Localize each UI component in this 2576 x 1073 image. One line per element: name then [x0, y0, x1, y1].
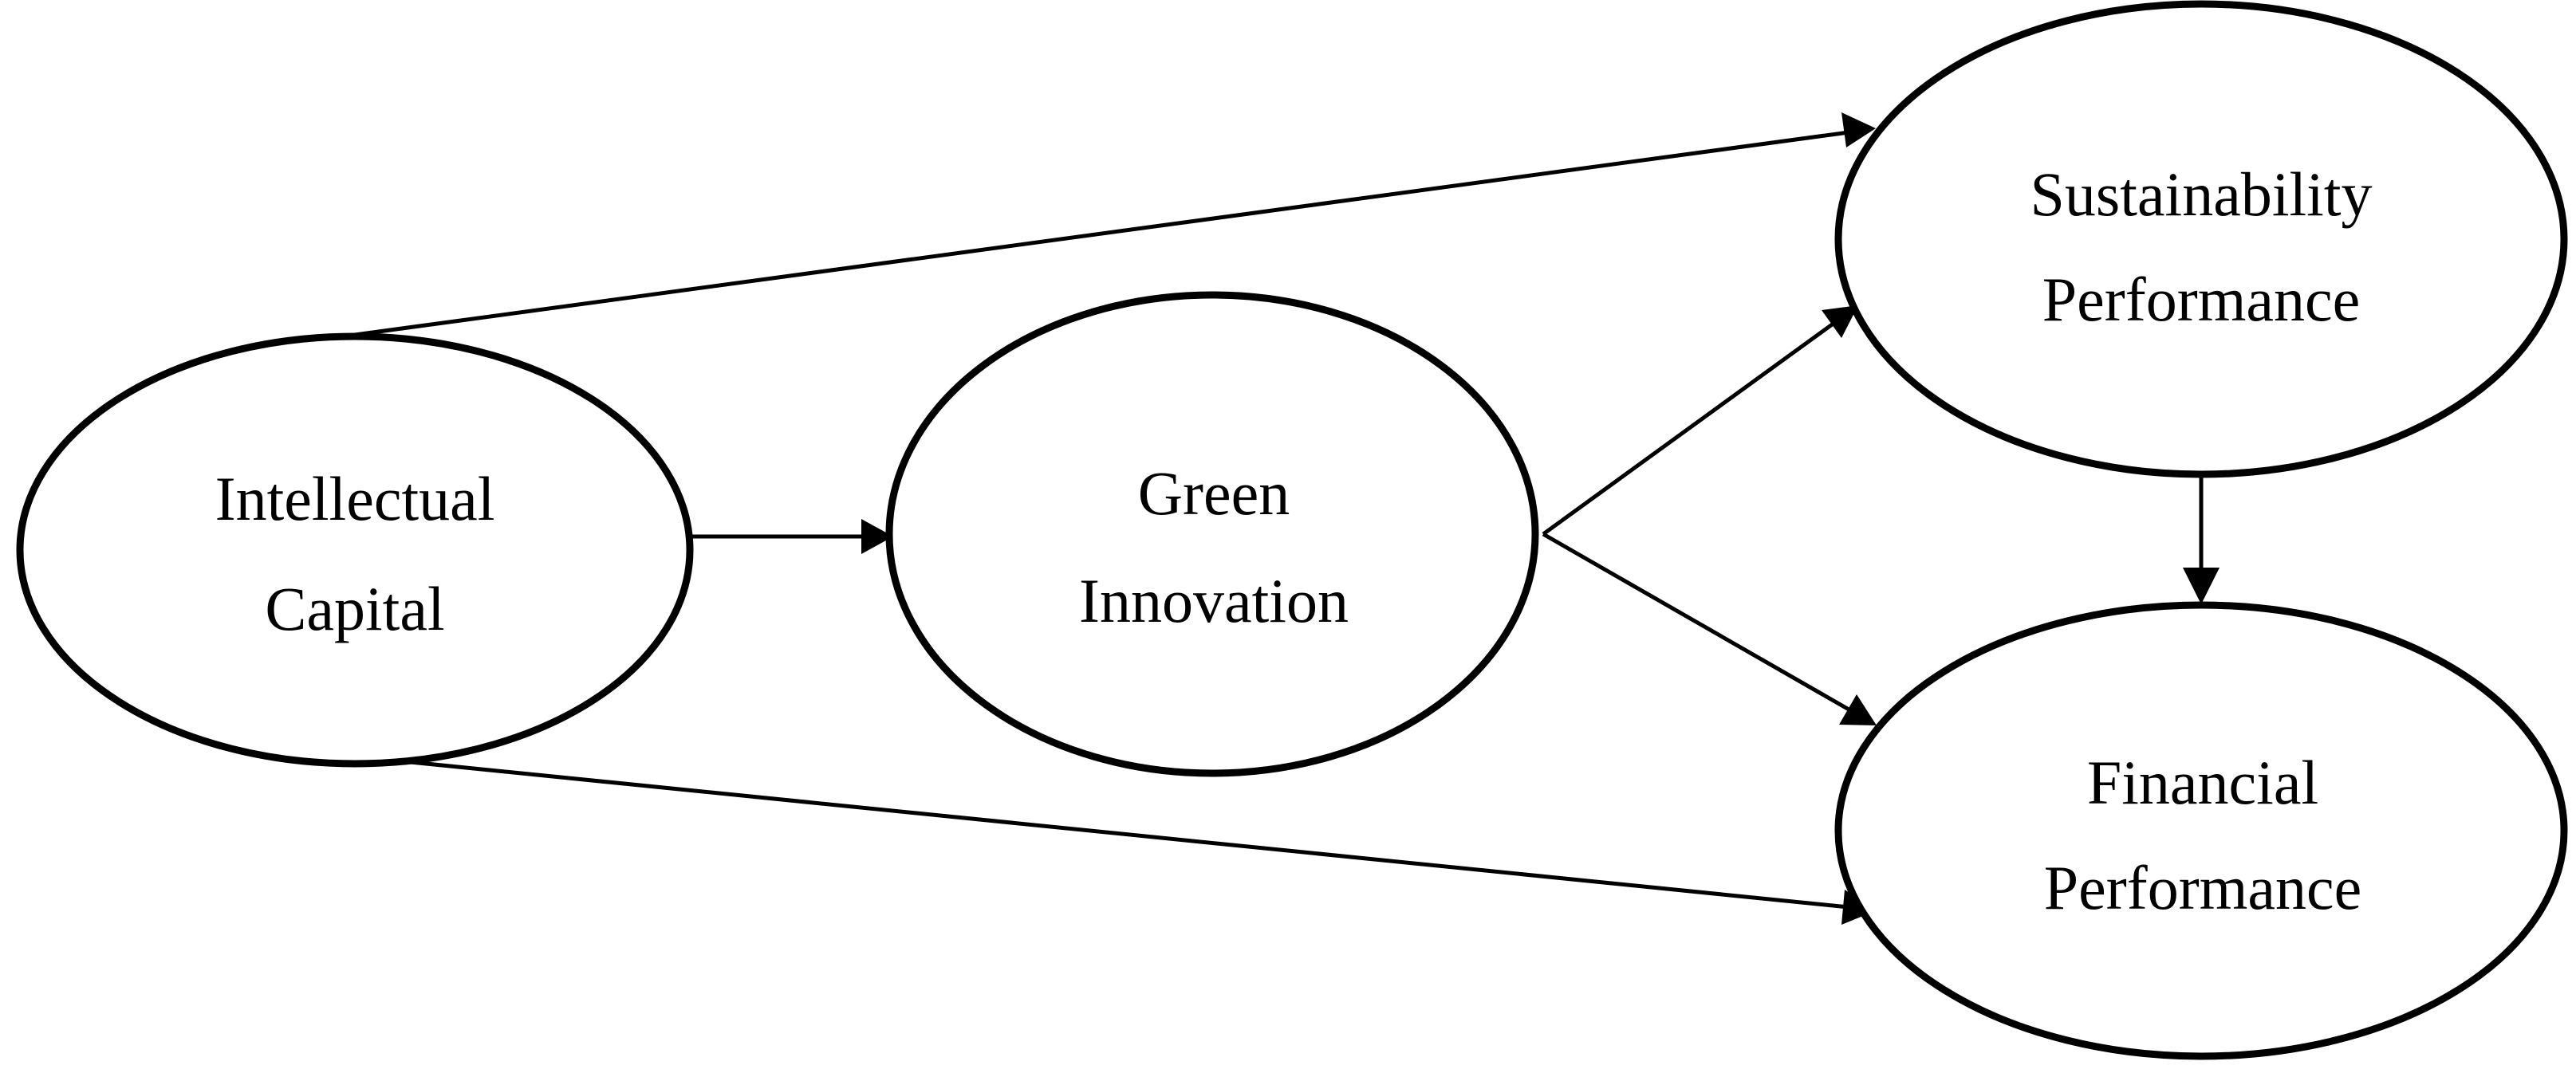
- node-label-line2: Performance: [2044, 853, 2361, 922]
- node-green-innovation: Green Innovation: [885, 291, 1539, 777]
- node-ellipse: [885, 291, 1539, 777]
- arrow-head: [1841, 112, 1876, 147]
- node-ellipse: [1834, 0, 2568, 478]
- edge-line: [1542, 532, 1852, 713]
- node-label-line1: Sustainability: [2030, 159, 2373, 229]
- node-ellipse: [1834, 601, 2568, 1060]
- edge-intellectual-capital-to-sustainability-performance: [354, 112, 1876, 337]
- arrow-head: [1839, 694, 1877, 725]
- node-label-line2: Innovation: [1079, 566, 1349, 635]
- arrow-head: [861, 519, 893, 554]
- edge-intellectual-capital-to-financial-performance: [394, 758, 1877, 925]
- edge-line: [354, 130, 1849, 337]
- arrow-head: [2183, 568, 2220, 604]
- edge-line: [1542, 320, 1836, 536]
- node-label-line1: Intellectual: [215, 464, 495, 533]
- arrow-head: [1822, 305, 1858, 338]
- edge-green-innovation-to-sustainability-performance: [1542, 305, 1858, 536]
- node-label-line1: Green: [1138, 458, 1290, 528]
- node-label-line1: Financial: [2087, 748, 2318, 817]
- node-label-line2: Capital: [265, 574, 444, 643]
- edge-intellectual-capital-to-green-innovation: [692, 519, 893, 554]
- edge-green-innovation-to-financial-performance: [1542, 532, 1877, 725]
- node-sustainability-performance: Sustainability Performance: [1834, 0, 2568, 478]
- node-ellipse: [16, 332, 694, 768]
- node-label-line2: Performance: [2042, 265, 2360, 334]
- edge-sustainability-performance-to-financial-performance: [2183, 477, 2220, 604]
- edge-line: [394, 758, 1849, 910]
- node-intellectual-capital: Intellectual Capital: [16, 332, 694, 768]
- node-financial-performance: Financial Performance: [1834, 601, 2568, 1060]
